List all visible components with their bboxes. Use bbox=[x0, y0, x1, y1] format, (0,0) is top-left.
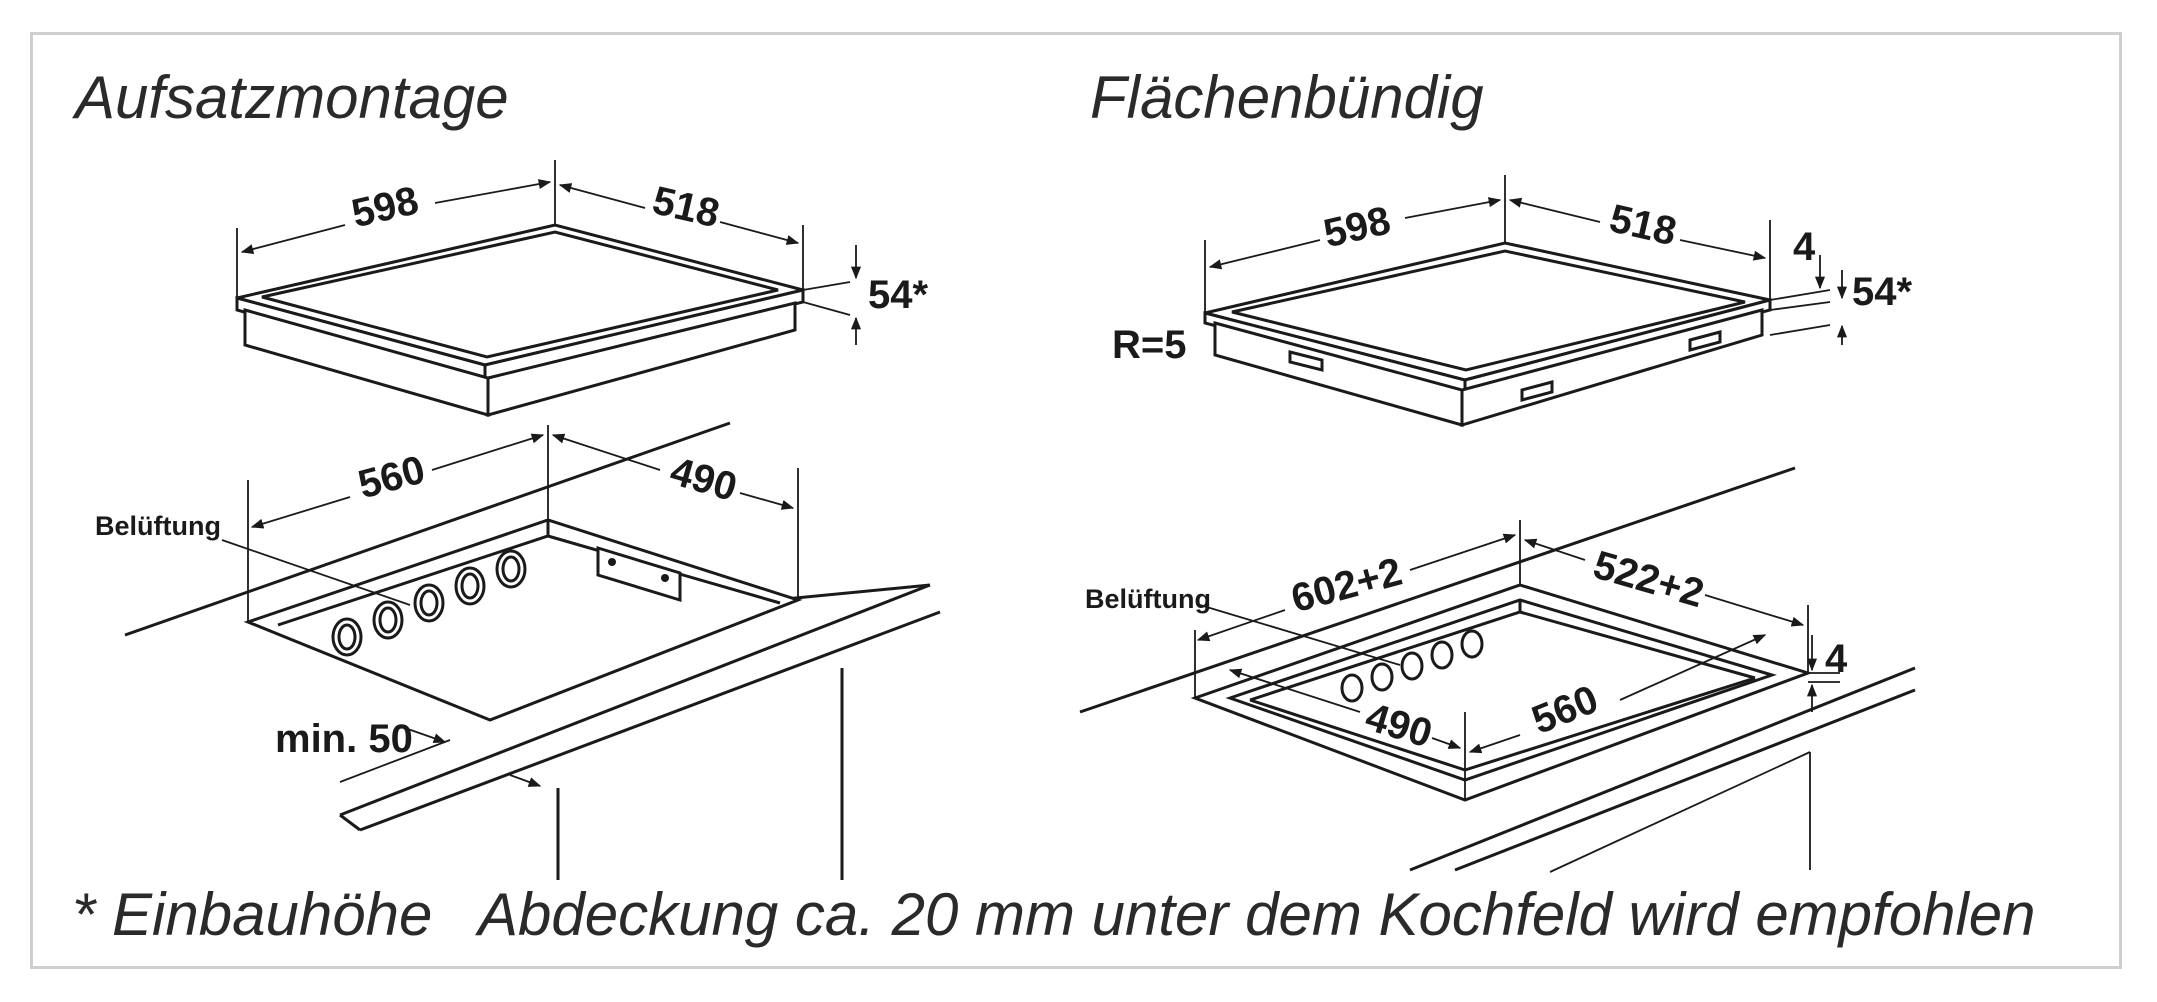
right-title: Flächenbündig bbox=[1090, 64, 1484, 131]
left-vent-holes bbox=[221, 539, 527, 657]
left-height-54: 54* bbox=[868, 273, 928, 317]
left-depth-518: 518 bbox=[648, 178, 723, 236]
right-vent-label: Belüftung bbox=[1085, 584, 1211, 614]
left-title: Aufsatzmontage bbox=[72, 64, 509, 131]
left-vent-label: Belüftung bbox=[95, 511, 221, 541]
right-vent-holes bbox=[1199, 604, 1484, 703]
left-cutout-width-560: 560 bbox=[354, 448, 430, 508]
right-outer-depth: 522+2 bbox=[1589, 543, 1709, 616]
left-cooktop-dims bbox=[236, 160, 862, 345]
right-depth-518: 518 bbox=[1605, 196, 1680, 254]
left-cutout bbox=[243, 425, 803, 722]
right-cooktop-dims bbox=[1204, 175, 1848, 345]
diagram-frame bbox=[30, 32, 2122, 969]
left-min-distance-arrow bbox=[404, 727, 447, 744]
right-outer-width: 602+2 bbox=[1287, 550, 1407, 622]
footer-note: * Einbauhöhe bbox=[72, 881, 432, 948]
right-rebate-4: 4 bbox=[1825, 637, 1848, 681]
footer-recommendation: Abdeckung ca. 20 mm unter dem Kochfeld w… bbox=[475, 881, 2036, 948]
right-edge-4: 4 bbox=[1793, 225, 1816, 269]
left-min-distance: min. 50 bbox=[275, 717, 413, 761]
right-countertop bbox=[1079, 466, 1916, 873]
left-cooktop bbox=[235, 223, 805, 417]
right-width-598: 598 bbox=[1320, 198, 1395, 256]
right-height-54: 54* bbox=[1852, 270, 1912, 314]
left-width-598: 598 bbox=[348, 178, 423, 236]
right-cutout-dims bbox=[1196, 533, 1840, 754]
right-cutout bbox=[1190, 520, 1813, 802]
left-cutout-depth-490: 490 bbox=[665, 449, 741, 510]
right-radius: R=5 bbox=[1112, 323, 1187, 367]
left-cutout-dims bbox=[250, 433, 795, 529]
right-cooktop bbox=[1203, 241, 1772, 428]
